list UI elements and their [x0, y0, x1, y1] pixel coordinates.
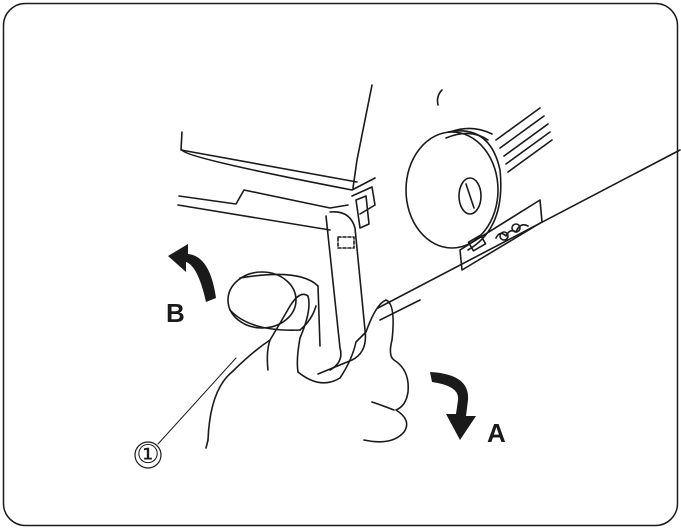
- hand: [205, 293, 410, 449]
- lever: [227, 271, 321, 347]
- callout-circle: [134, 441, 162, 469]
- curved-arrow-down-icon: [430, 372, 476, 440]
- lamp-window: [355, 195, 370, 229]
- power-switch-panel: [459, 199, 543, 271]
- arrow-label-a: A: [487, 418, 506, 448]
- vent-slats: [495, 107, 553, 173]
- callout-number-1: ①: [136, 440, 160, 470]
- curved-arrow-up-left-icon: [168, 244, 216, 302]
- face-plate: [317, 211, 367, 375]
- handwheel: [405, 89, 502, 251]
- callout-leader-line: [157, 357, 237, 445]
- machine-body: [177, 84, 681, 321]
- arrow-label-b: B: [166, 298, 185, 328]
